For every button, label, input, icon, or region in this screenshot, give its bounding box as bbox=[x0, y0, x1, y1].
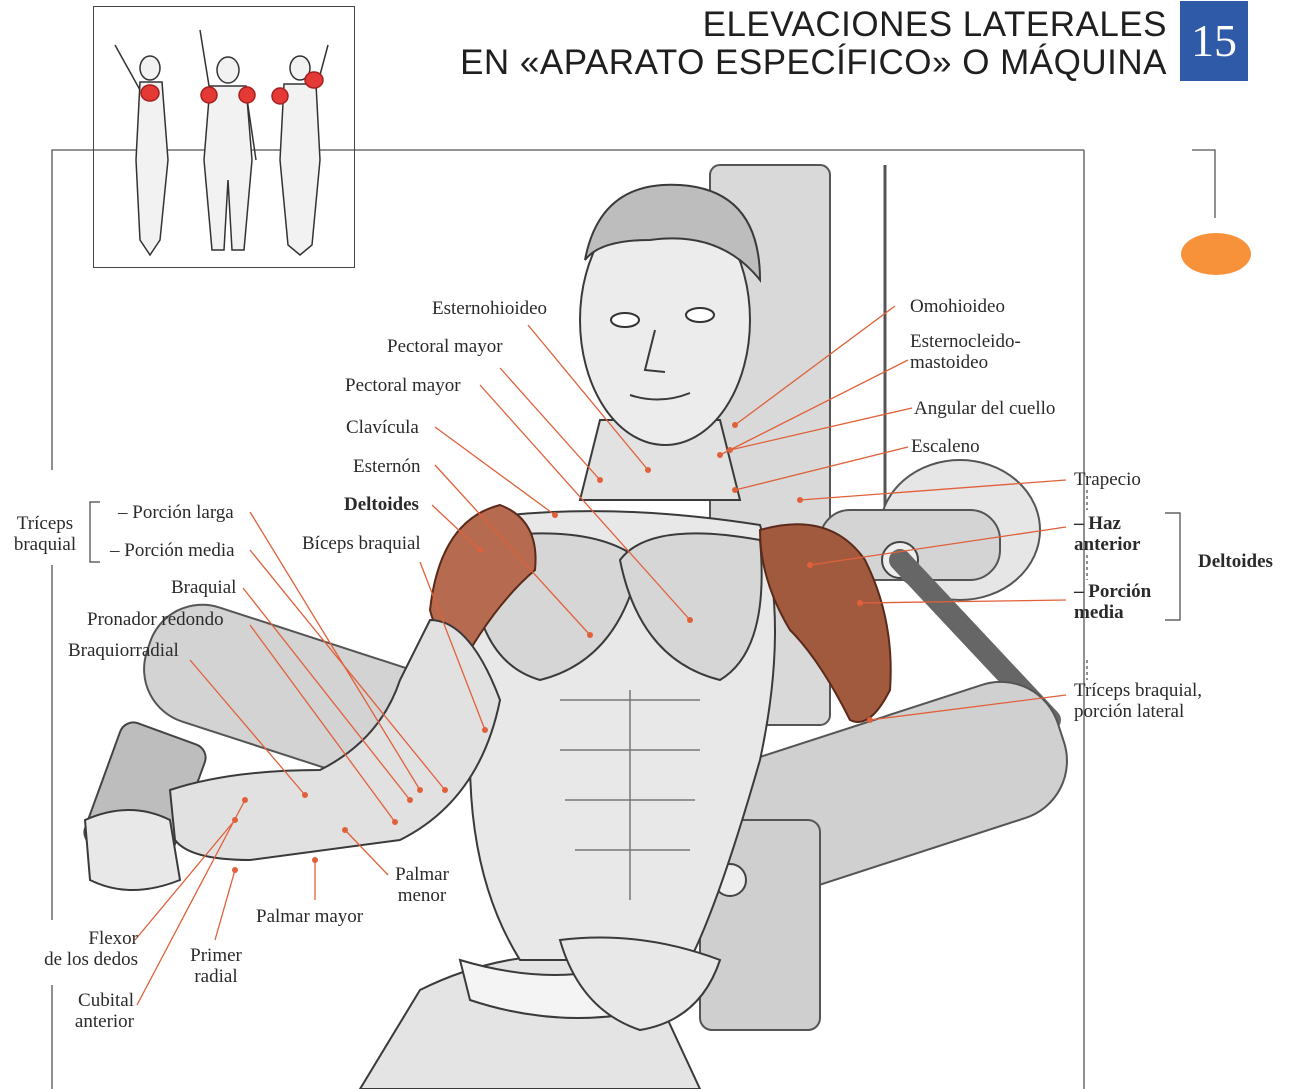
label-escaleno: Escaleno bbox=[911, 436, 980, 457]
label-esternohioideo: Esternohioideo bbox=[432, 298, 547, 319]
label-biceps-braquial: Bíceps braquial bbox=[302, 533, 421, 554]
label-primer-radial: Primer radial bbox=[182, 945, 250, 987]
triceps-lateral-line-2: porción lateral bbox=[1074, 701, 1202, 722]
triceps-line-2: braquial bbox=[8, 534, 82, 555]
haz-anterior-line-2: anterior bbox=[1074, 534, 1140, 555]
muscle-location-thumbnail bbox=[93, 6, 355, 268]
haz-anterior-line-1: – Haz bbox=[1074, 513, 1140, 534]
cubital-line-2: anterior bbox=[40, 1011, 134, 1032]
primer-radial-line-1: Primer bbox=[182, 945, 250, 966]
esternocleido-line-2: mastoideo bbox=[910, 352, 1021, 373]
label-deltoides-left: Deltoides bbox=[344, 494, 419, 515]
triceps-lateral-line-1: Tríceps braquial, bbox=[1074, 680, 1202, 701]
flexor-line-1: Flexor bbox=[20, 928, 138, 949]
label-esternocleidomastoideo: Esternocleido- mastoideo bbox=[910, 331, 1021, 373]
label-flexor-de-los-dedos: Flexor de los dedos bbox=[20, 928, 138, 970]
palmar-menor-line-1: Palmar bbox=[388, 864, 456, 885]
label-braquial: Braquial bbox=[171, 577, 236, 598]
label-triceps-lateral: Tríceps braquial, porción lateral bbox=[1074, 680, 1202, 722]
porcion-media-right-line-1: – Porción bbox=[1074, 581, 1151, 602]
flexor-line-2: de los dedos bbox=[20, 949, 138, 970]
palmar-menor-line-2: menor bbox=[388, 885, 456, 906]
label-porcion-larga: – Porción larga bbox=[118, 502, 234, 523]
primer-radial-line-2: radial bbox=[182, 966, 250, 987]
label-trapecio: Trapecio bbox=[1074, 469, 1141, 490]
label-pronador-redondo: Pronador redondo bbox=[87, 609, 224, 630]
label-omohioideo: Omohioideo bbox=[910, 296, 1005, 317]
esternocleido-line-1: Esternocleido- bbox=[910, 331, 1021, 352]
cubital-line-1: Cubital bbox=[40, 990, 134, 1011]
label-angular-del-cuello: Angular del cuello bbox=[914, 398, 1055, 419]
label-palmar-menor: Palmar menor bbox=[388, 864, 456, 906]
label-deltoides-right: Deltoides bbox=[1198, 551, 1273, 572]
label-haz-anterior: – Haz anterior bbox=[1074, 513, 1140, 555]
chapter-tab-marker bbox=[1181, 233, 1251, 275]
label-clavicula: Clavícula bbox=[346, 417, 419, 438]
label-esternon: Esternón bbox=[353, 456, 421, 477]
porcion-media-right-line-2: media bbox=[1074, 602, 1151, 623]
label-braquiorradial: Braquiorradial bbox=[68, 640, 179, 661]
label-palmar-mayor: Palmar mayor bbox=[256, 906, 363, 927]
label-porcion-media-right: – Porción media bbox=[1074, 581, 1151, 623]
label-triceps-braquial-group: Tríceps braquial bbox=[8, 513, 82, 555]
title-line-1: ELEVACIONES LATERALES bbox=[460, 6, 1167, 44]
page-title: ELEVACIONES LATERALES EN «APARATO ESPECÍ… bbox=[460, 6, 1167, 82]
label-pectoral-mayor-2: Pectoral mayor bbox=[345, 375, 461, 396]
label-porcion-media: – Porción media bbox=[110, 540, 235, 561]
label-pectoral-mayor-1: Pectoral mayor bbox=[387, 336, 503, 357]
title-line-2: EN «APARATO ESPECÍFICO» O MÁQUINA bbox=[460, 44, 1167, 82]
triceps-line-1: Tríceps bbox=[8, 513, 82, 534]
label-cubital-anterior: Cubital anterior bbox=[40, 990, 134, 1032]
page-number-badge: 15 bbox=[1180, 1, 1248, 81]
